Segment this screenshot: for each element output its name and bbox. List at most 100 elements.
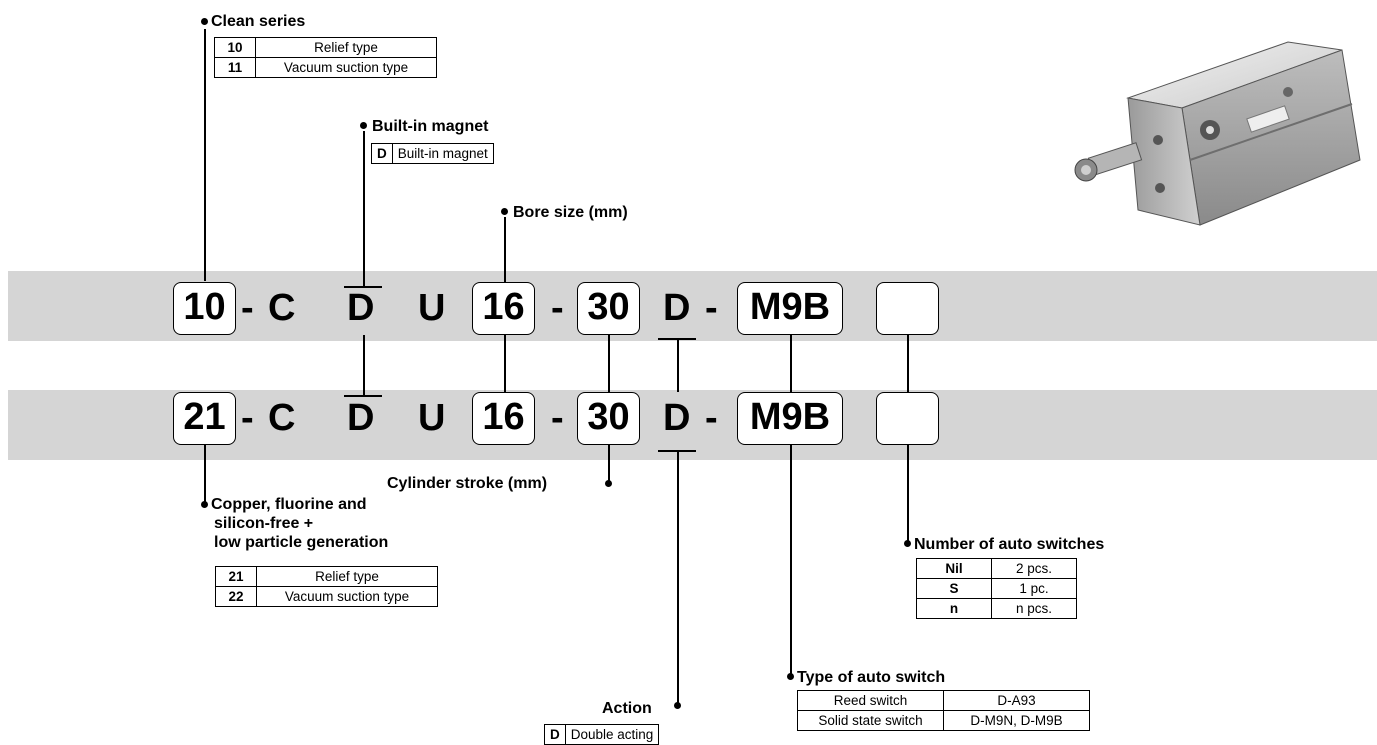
desc-cell: n pcs. <box>991 598 1077 619</box>
built-in-magnet-title: Built-in magnet <box>372 118 489 135</box>
code-cell: D <box>371 143 393 164</box>
table-row: Reed switch D-A93 <box>797 690 1090 711</box>
number-of-switches-table: Nil 2 pcs. S 1 pc. n n pcs. <box>916 558 1077 619</box>
code-cell: 22 <box>215 586 257 607</box>
desc-cell: Vacuum suction type <box>255 57 437 78</box>
clean-series-dot <box>201 18 208 25</box>
series-letter-c: C <box>268 397 296 439</box>
magnet-overbar-bottom <box>344 395 382 397</box>
desc-cell: Double acting <box>564 724 660 745</box>
table-row: 10 Relief type <box>214 37 437 58</box>
built-in-magnet-table: D Built-in magnet <box>371 143 494 164</box>
code-cell: 10 <box>214 37 256 58</box>
code-cell: 11 <box>214 57 256 78</box>
stroke-dot <box>605 480 612 487</box>
table-row: S 1 pc. <box>916 578 1077 599</box>
number-box <box>876 282 939 335</box>
type-cell: Reed switch <box>797 690 944 711</box>
table-row: n n pcs. <box>916 598 1077 619</box>
desc-cell: Built-in magnet <box>391 143 494 164</box>
series-letter-u: U <box>418 287 446 329</box>
copper-free-title-line3: low particle generation <box>214 534 389 551</box>
code-cell: Nil <box>916 558 992 579</box>
switch-dot <box>787 673 794 680</box>
magnet-dot <box>360 122 367 129</box>
action-code: D <box>663 287 691 329</box>
code-cell: n <box>916 598 992 619</box>
action-code: D <box>663 397 691 439</box>
magnet-code: D <box>347 287 375 329</box>
series-letter-u: U <box>418 397 446 439</box>
stroke-link <box>608 335 610 392</box>
dash: - <box>241 287 254 329</box>
stroke-line <box>608 445 610 483</box>
dash: - <box>551 397 564 439</box>
copper-free-title-line2: silicon-free + <box>214 515 314 532</box>
action-link <box>677 338 679 392</box>
action-dot <box>674 702 681 709</box>
switch-box: M9B <box>737 282 843 335</box>
bore-size-title: Bore size (mm) <box>513 204 628 221</box>
action-title: Action <box>602 700 652 717</box>
magnet-line <box>363 131 365 286</box>
switch-line <box>790 445 792 677</box>
copper-line <box>204 445 206 505</box>
dash: - <box>705 397 718 439</box>
code-cell: S <box>916 578 992 599</box>
magnet-overbar-top <box>344 286 382 288</box>
table-row: 22 Vacuum suction type <box>215 586 438 607</box>
number-of-switches-title: Number of auto switches <box>914 536 1105 553</box>
series-box: 10 <box>173 282 236 335</box>
table-row: Solid state switch D-M9N, D-M9B <box>797 710 1090 731</box>
table-row: Nil 2 pcs. <box>916 558 1077 579</box>
desc-cell: Relief type <box>255 37 437 58</box>
bore-box: 16 <box>472 282 535 335</box>
desc-cell: Vacuum suction type <box>256 586 438 607</box>
clean-series-table: 10 Relief type 11 Vacuum suction type <box>214 37 437 78</box>
table-row: 11 Vacuum suction type <box>214 57 437 78</box>
number-line <box>907 445 909 544</box>
series-letter-c: C <box>268 287 296 329</box>
code-cell: 21 <box>215 566 257 587</box>
table-row: 21 Relief type <box>215 566 438 587</box>
bore-box: 16 <box>472 392 535 445</box>
code-cell: D <box>544 724 566 745</box>
number-box <box>876 392 939 445</box>
type-cell: Solid state switch <box>797 710 944 731</box>
magnet-code: D <box>347 397 375 439</box>
dash: - <box>705 287 718 329</box>
model-cell: D-M9N, D-M9B <box>943 710 1090 731</box>
action-table: D Double acting <box>544 724 660 745</box>
copper-free-table: 21 Relief type 22 Vacuum suction type <box>215 566 438 607</box>
switch-box: M9B <box>737 392 843 445</box>
cylinder-photo <box>1074 41 1361 226</box>
number-dot <box>904 540 911 547</box>
table-row: D Built-in magnet <box>371 143 494 164</box>
bore-dot <box>501 208 508 215</box>
type-of-switch-title: Type of auto switch <box>797 669 946 686</box>
switch-link <box>790 335 792 392</box>
clean-series-title: Clean series <box>211 13 306 30</box>
magnet-link <box>363 335 365 395</box>
dash: - <box>241 397 254 439</box>
bore-line <box>504 217 506 282</box>
cylinder-stroke-title: Cylinder stroke (mm) <box>387 475 548 492</box>
type-of-switch-table: Reed switch D-A93 Solid state switch D-M… <box>797 690 1090 731</box>
desc-cell: 2 pcs. <box>991 558 1077 579</box>
clean-series-line <box>204 29 206 281</box>
number-link <box>907 335 909 392</box>
copper-free-title-line1: Copper, fluorine and <box>211 496 367 513</box>
stroke-box: 30 <box>577 282 640 335</box>
model-row-top-band <box>8 271 1377 341</box>
dash: - <box>551 287 564 329</box>
series-box: 21 <box>173 392 236 445</box>
bore-link <box>504 335 506 392</box>
table-row: D Double acting <box>544 724 660 745</box>
model-row-bottom-band <box>8 390 1377 460</box>
stroke-box: 30 <box>577 392 640 445</box>
desc-cell: Relief type <box>256 566 438 587</box>
desc-cell: 1 pc. <box>991 578 1077 599</box>
copper-dot <box>201 501 208 508</box>
action-line <box>677 450 679 706</box>
model-cell: D-A93 <box>943 690 1090 711</box>
